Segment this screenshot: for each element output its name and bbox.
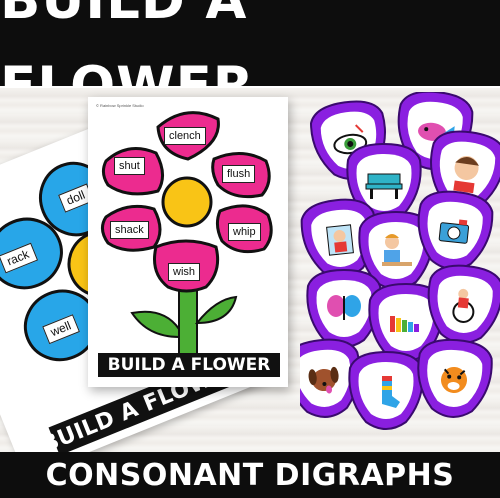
- boy-drawing-icon: [382, 234, 412, 266]
- front-activity-card: © Rainbow Sprinkle Studio clench shut fl…: [88, 97, 288, 387]
- front-card-footer: BUILD A FLOWER: [98, 353, 280, 377]
- picture-petal: [348, 351, 424, 430]
- word-card: clench: [164, 127, 206, 145]
- picture-petal: [412, 187, 496, 274]
- picture-petal: [300, 195, 382, 282]
- picture-petal: [306, 269, 382, 348]
- top-banner: BUILD A FLOWER: [0, 0, 500, 117]
- girl-picture-icon: [326, 224, 354, 256]
- camera-icon: [438, 219, 470, 244]
- word-card: shut: [114, 157, 145, 175]
- dog-icon: [308, 366, 339, 394]
- word-card: whip: [228, 223, 261, 241]
- xylophone-icon: [390, 316, 419, 332]
- picture-petal: [346, 143, 422, 222]
- picture-petal: [413, 336, 495, 421]
- sock-icon: [382, 376, 400, 408]
- bench-icon: [365, 173, 403, 199]
- picture-petal: [422, 261, 500, 348]
- word-card: wish: [168, 263, 201, 281]
- boy-face-icon: [453, 156, 479, 194]
- picture-petals-graphic: [300, 92, 500, 430]
- picture-petal: [368, 283, 444, 362]
- subtitle: CONSONANT DIGRAPHS: [45, 457, 455, 493]
- word-card: shack: [110, 221, 149, 239]
- copyright-text: © Rainbow Sprinkle Studio: [96, 103, 144, 108]
- bottom-banner: CONSONANT DIGRAPHS: [0, 452, 500, 498]
- picture-petal: [423, 126, 500, 215]
- tiger-icon: [441, 367, 467, 393]
- top-banner-background: [0, 0, 500, 86]
- picture-petal: [300, 335, 366, 422]
- wheelchair-icon: [452, 288, 475, 323]
- word-card: flush: [222, 165, 256, 183]
- picture-petal: [358, 211, 434, 290]
- butterfly-icon: [327, 295, 361, 320]
